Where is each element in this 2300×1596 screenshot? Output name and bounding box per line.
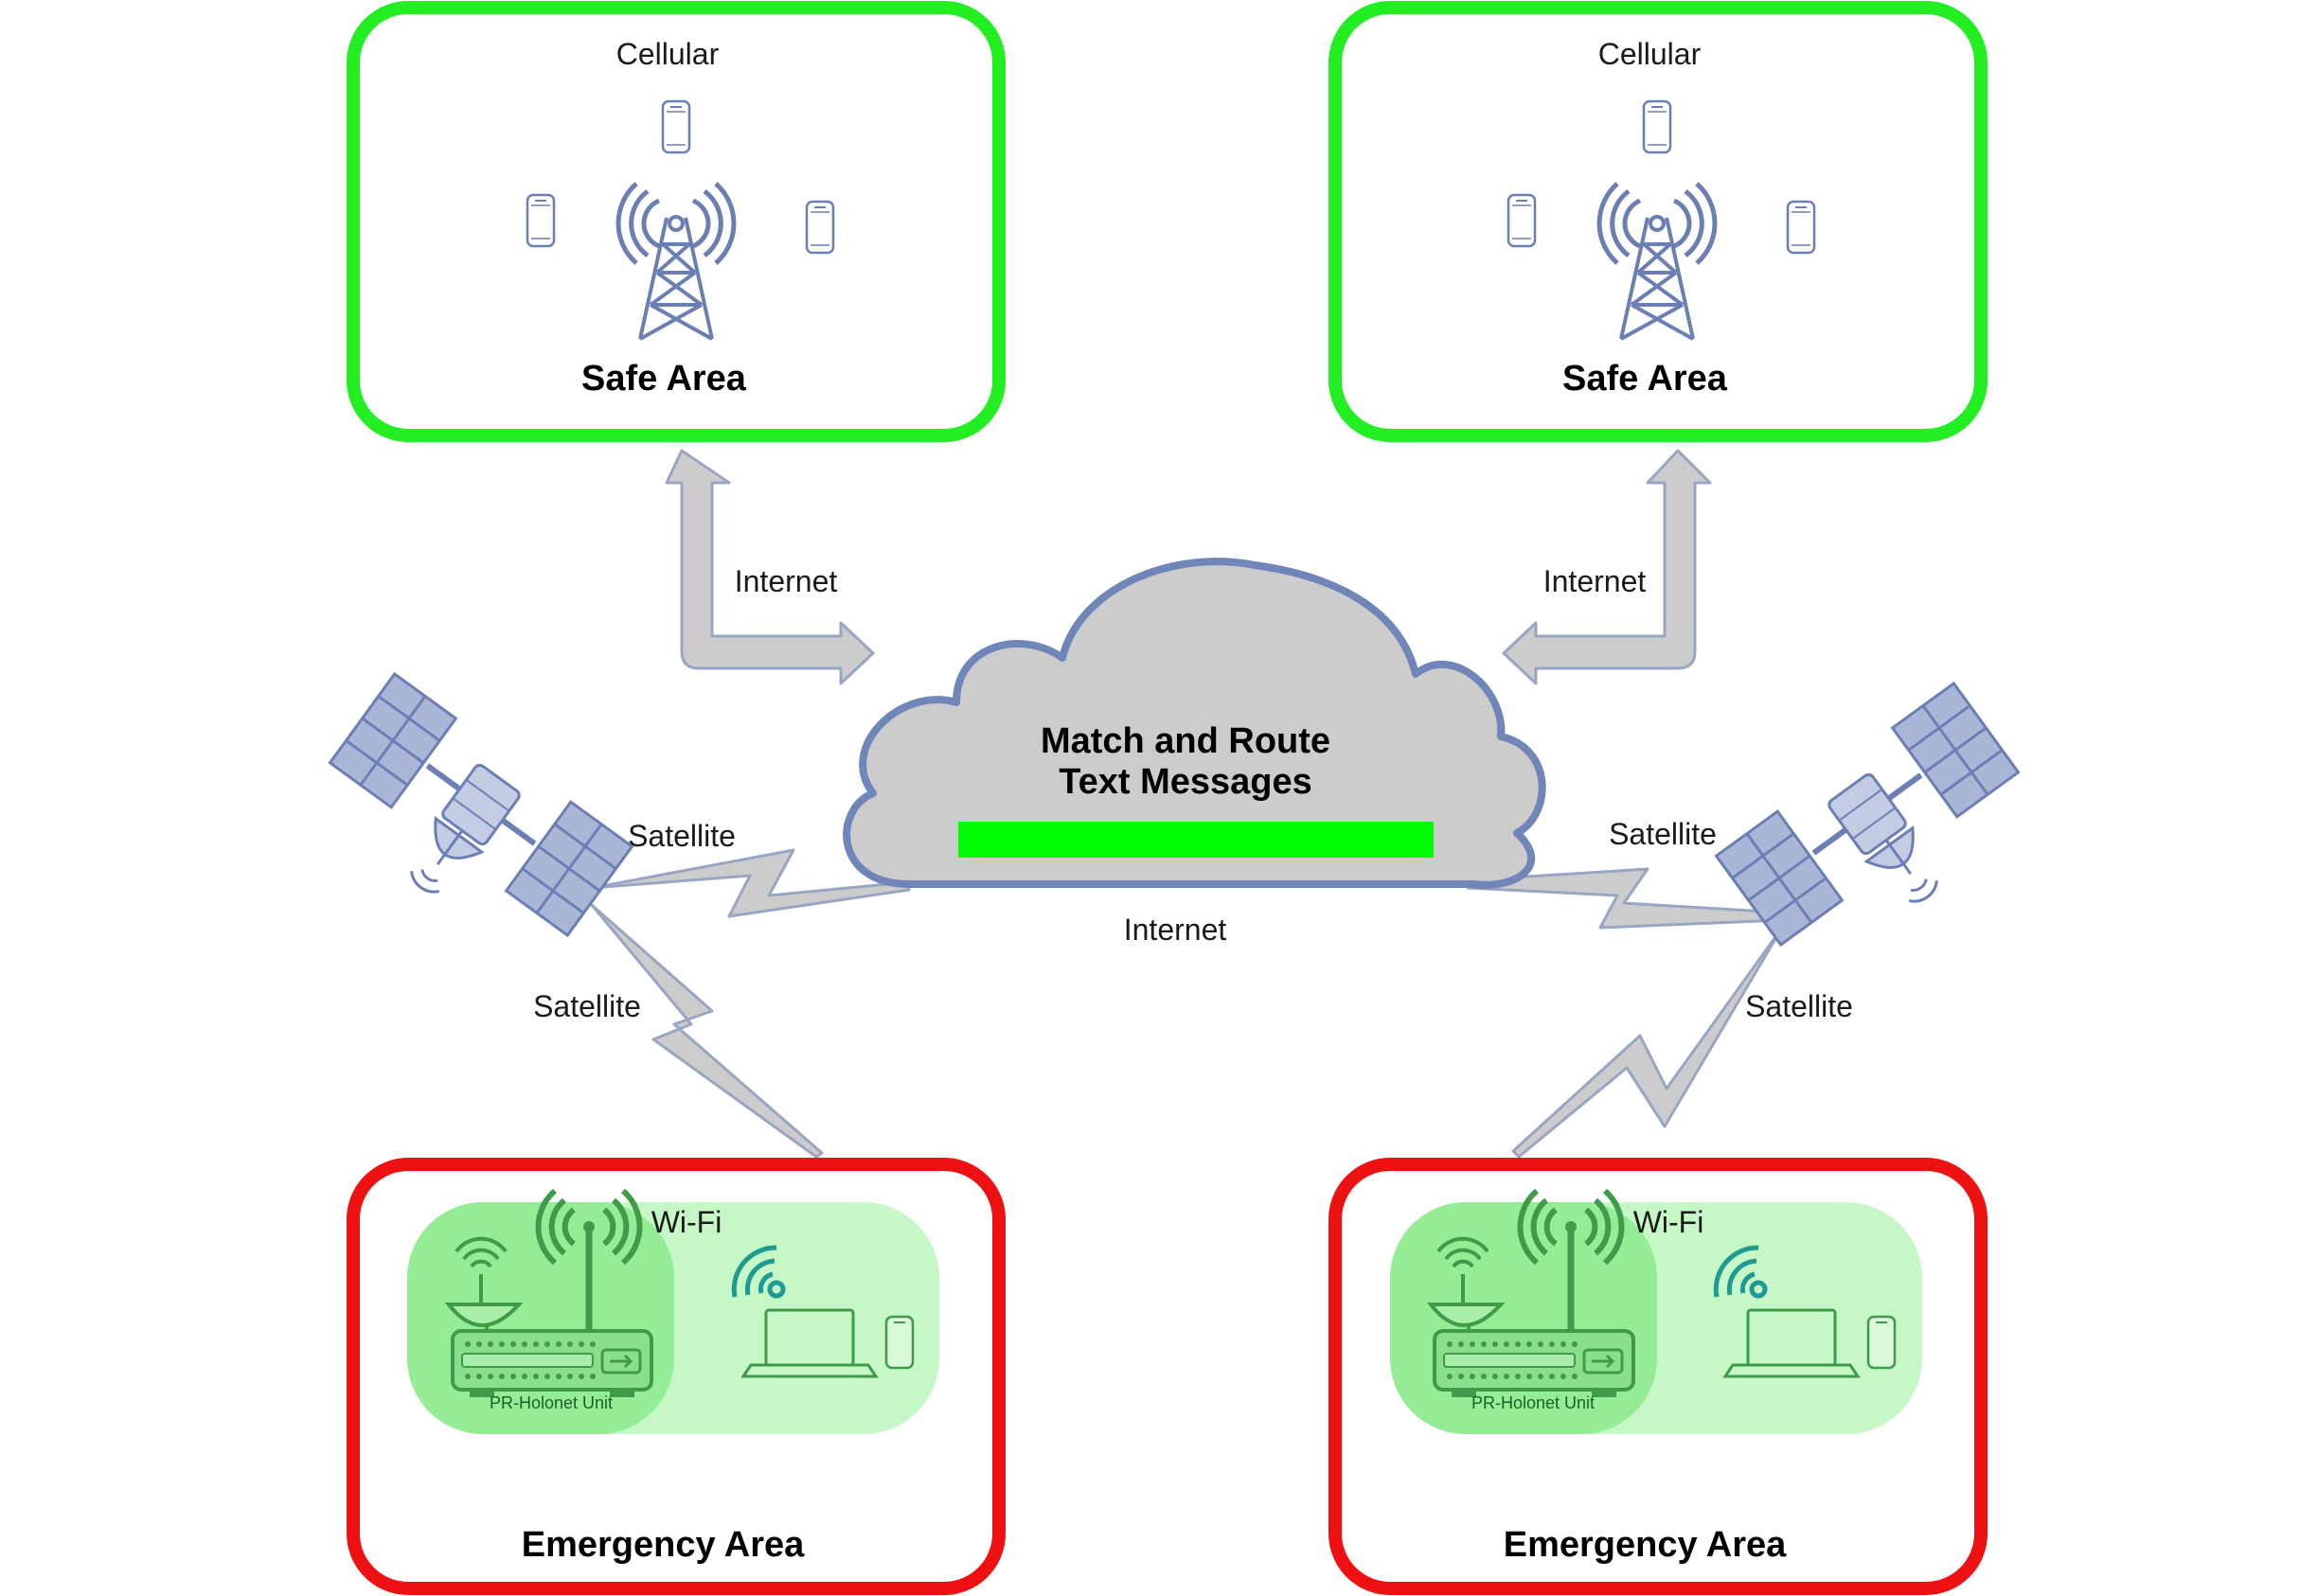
unit-label: PR-Holonet Unit: [1471, 1393, 1595, 1412]
cloud-progress-fill: [958, 822, 1434, 858]
safe-area-right: Cellular Safe Area: [1328, 1, 1988, 442]
smartphone-icon: [805, 200, 835, 255]
satellite-icon: [302, 674, 632, 974]
wifi-label: Wi-Fi: [1633, 1205, 1704, 1239]
smartphone-icon: [1786, 200, 1816, 255]
internet-link-label: Internet: [1543, 564, 1647, 598]
cellular-label: Cellular: [1598, 37, 1702, 71]
internet-arrow-left: [665, 449, 875, 685]
satellite-link-label: Satellite: [628, 819, 736, 853]
emergency-area-right: Wi-Fi PR-Holonet Unit Emergency Area: [1328, 1158, 1988, 1595]
unit-label: PR-Holonet Unit: [490, 1393, 613, 1412]
wifi-label: Wi-Fi: [651, 1205, 722, 1239]
satellite-icon: [1717, 683, 2046, 984]
cloud-service: Match and Route Text Messages: [843, 558, 1546, 889]
safe-area-border: [347, 1, 1006, 442]
satellite-link-ground-right: [1511, 926, 1784, 1159]
smartphone-icon: [884, 1315, 915, 1370]
internet-link-label: Internet: [735, 564, 838, 598]
cloud-title-line1: Match and Route: [1041, 721, 1330, 761]
safe-area-border: [1328, 1, 1988, 442]
smartphone-icon: [1866, 1315, 1897, 1370]
safe-area-title: Safe Area: [581, 359, 747, 399]
emergency-area-title: Emergency Area: [1504, 1525, 1787, 1565]
satellite-link-ground-left: [590, 903, 824, 1159]
satellite-link-label: Satellite: [1609, 817, 1717, 851]
safe-area-left: Cellular Safe Area: [347, 1, 1006, 442]
smartphone-icon: [661, 99, 691, 154]
internet-arrow-right: [1502, 449, 1712, 685]
emergency-area-title: Emergency Area: [522, 1525, 805, 1565]
smartphone-icon: [1507, 193, 1537, 248]
cloud-shape: [843, 558, 1546, 889]
cloud-internet-label: Internet: [1124, 913, 1227, 947]
smartphone-icon: [1642, 99, 1672, 154]
smartphone-icon: [526, 193, 556, 248]
cellular-label: Cellular: [616, 37, 720, 71]
emergency-area-left: Wi-Fi PR-Holonet Unit Emergency Area: [347, 1158, 1006, 1595]
satellite-link-label: Satellite: [533, 989, 641, 1023]
cloud-title-line2: Text Messages: [1059, 762, 1312, 802]
satellite-link-label: Satellite: [1745, 989, 1853, 1023]
safe-area-title: Safe Area: [1562, 359, 1728, 399]
